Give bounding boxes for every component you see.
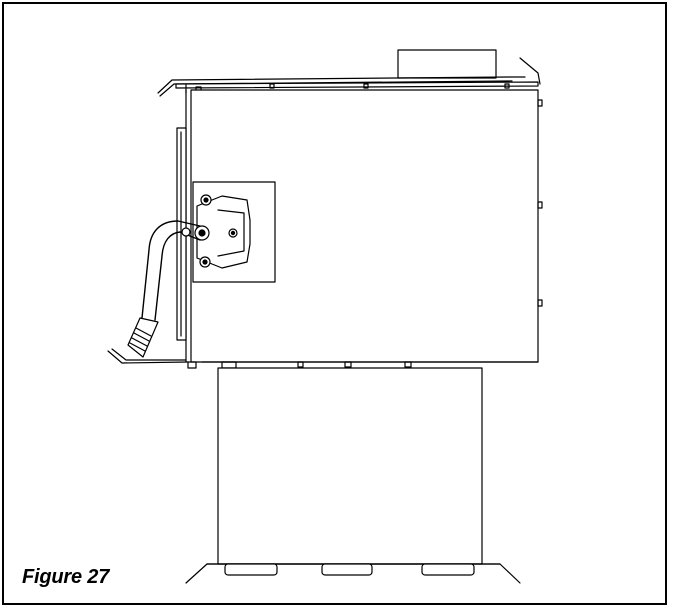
feet [224,563,475,576]
bottom-lip [107,348,189,364]
top-cover [157,57,541,97]
figure-caption: Figure 27 [22,566,110,588]
operating-handle [127,220,201,358]
top-box [397,49,497,79]
hinge-plate [192,181,276,283]
base-stand [217,367,483,565]
